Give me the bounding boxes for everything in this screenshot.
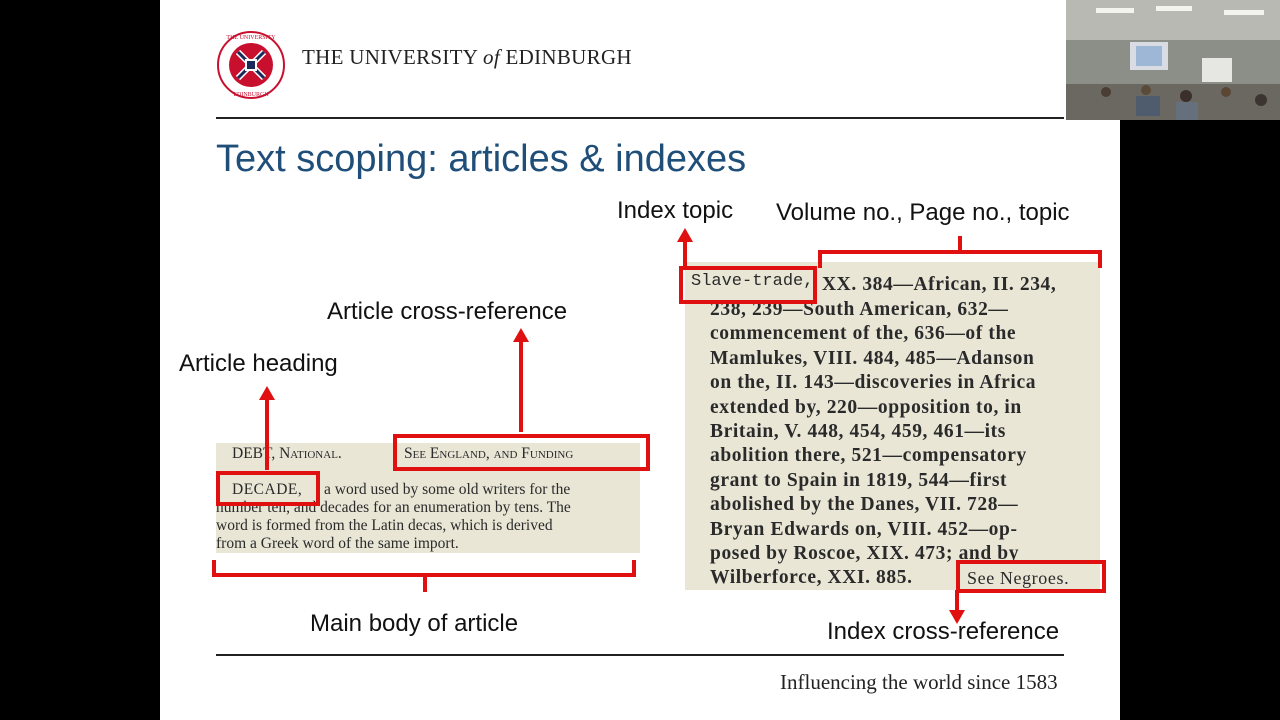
article-heading-box [216, 471, 320, 506]
university-seal-logo: THE UNIVERSITY EDINBURGH [216, 30, 286, 100]
article-line-4: word is formed from the Latin decas, whi… [216, 517, 553, 534]
article-heading-word: DECADE, [232, 481, 303, 498]
university-name: THE UNIVERSITY of EDINBURGH [302, 45, 632, 69]
index-topic-word: Slave-trade, [691, 272, 814, 291]
index-scan-image: Slave-trade, XX. 384—African, II. 234, 2… [685, 262, 1100, 590]
annotation-arrows [212, 228, 1102, 624]
label-index-topic: Index topic [617, 197, 734, 224]
index-line: Britain, V. 448, 454, 459, 461—its [710, 421, 1006, 442]
label-main-body: Main body of article [310, 610, 519, 637]
volume-page-bracket [818, 250, 1102, 268]
footer-divider [216, 654, 1064, 656]
label-volume-page-topic: Volume no., Page no., topic [776, 199, 1070, 226]
slide-tagline: Influencing the world since 1583 [780, 670, 1058, 694]
index-line: Bryan Edwards on, VIII. 452—op- [710, 518, 1018, 540]
label-article-heading: Article heading [179, 350, 338, 377]
index-line: posed by Roscoe, XIX. 473; and by [710, 543, 1020, 564]
header-divider [216, 117, 1064, 119]
article-line-2: a word used by some old writers for the [324, 481, 571, 498]
article-line-1-left: DEBT, National. [232, 445, 342, 462]
index-line: commencement of the, 636—of the [710, 323, 1017, 345]
slide-title: Text scoping: articles & indexes [216, 138, 747, 180]
presentation-slide: THE UNIVERSITY EDINBURGH THE UNIVERSITY … [160, 0, 1120, 720]
main-body-bracket [212, 560, 636, 577]
index-line: grant to Spain in 1819, 544—first [710, 469, 1008, 491]
label-index-cross-reference: Index cross-reference [827, 618, 1060, 645]
index-line: 238, 239—South American, 632— [710, 299, 1009, 320]
article-line-5: from a Greek word of the same import. [216, 535, 459, 552]
svg-text:THE UNIVERSITY: THE UNIVERSITY [226, 35, 276, 41]
index-topic-box [679, 266, 817, 304]
index-cross-reference-text: See Negroes. [967, 568, 1070, 588]
article-line-1-right: See England, and Funding [404, 445, 574, 462]
webcam-video-feed [1066, 0, 1280, 120]
article-cross-reference-box [393, 434, 650, 471]
index-line-1: XX. 384—African, II. 234, [822, 274, 1057, 295]
svg-text:EDINBURGH: EDINBURGH [233, 92, 269, 98]
index-line: on the, II. 143—discoveries in Africa [710, 372, 1037, 394]
label-article-cross-reference: Article cross-reference [327, 298, 568, 325]
index-line: abolished by the Danes, VII. 728— [710, 494, 1019, 516]
index-line: Mamlukes, VIII. 484, 485—Adanson [710, 347, 1035, 369]
index-line: abolition there, 521—compensatory [710, 445, 1027, 467]
index-cross-reference-box [956, 560, 1106, 593]
index-last-line: Wilberforce, XXI. 885. [710, 567, 913, 588]
index-line: extended by, 220—opposition to, in [710, 396, 1022, 418]
